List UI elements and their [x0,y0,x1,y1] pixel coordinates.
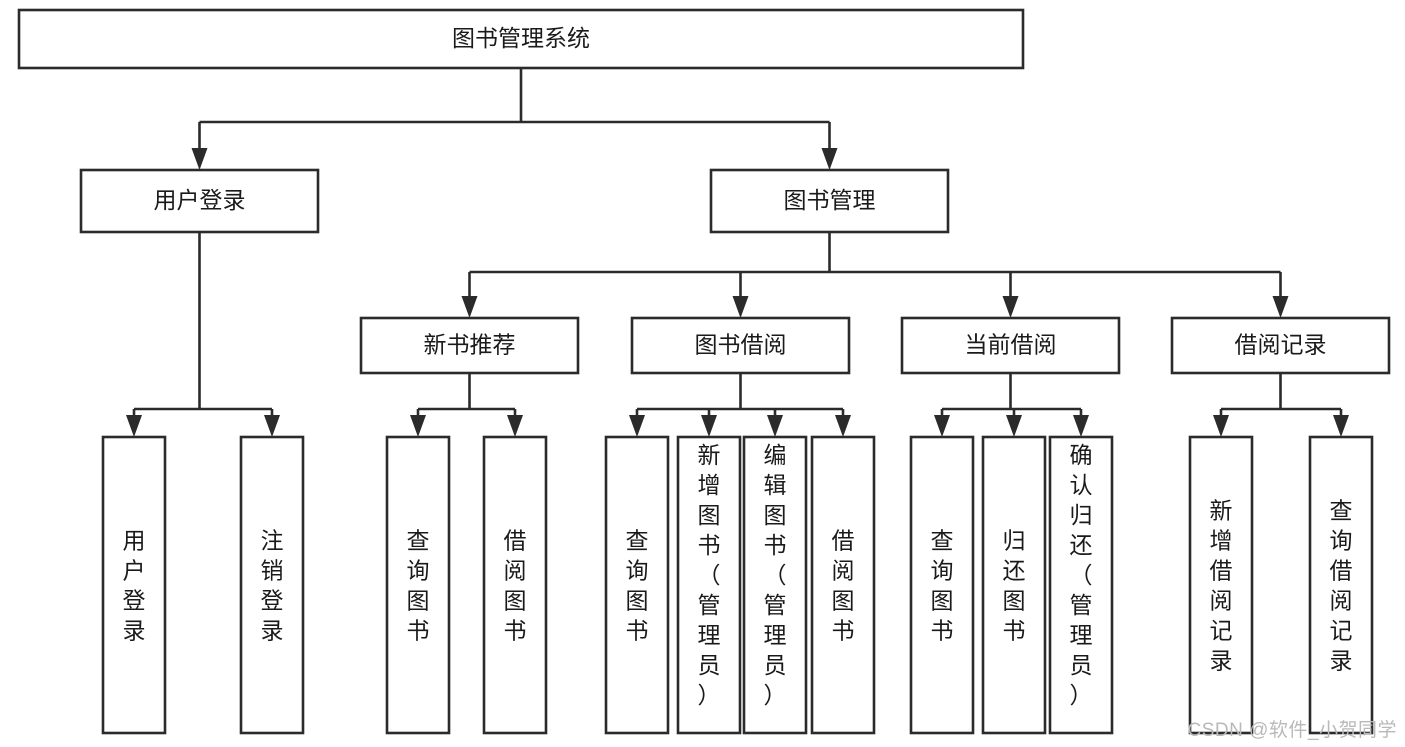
node-leaf-confirm-return-admin-label: 确认归还（管理员） [1070,442,1093,708]
node-leaf-query-book-rec-label: 查询图书 [407,527,430,643]
node-leaf-borrow-book-box[interactable] [810,435,876,735]
node-leaf-add-borrow-record-label: 新增借阅记录 [1210,497,1233,673]
node-leaf-add-book-admin-box[interactable] [676,435,742,735]
node-borrow-record[interactable]: 借阅记录 [1170,316,1391,375]
node-leaf-borrow-book-rec-box[interactable] [482,435,548,735]
node-leaf-query-borrow-record[interactable]: 查询借阅记录 [1308,435,1374,735]
node-user-login-label: 用户登录 [154,187,246,213]
csdn-watermark: CSDN @软件_小贺同学 [1187,720,1397,741]
node-leaf-borrow-book-rec-label: 借阅图书 [504,527,527,643]
node-current-borrow-label: 当前借阅 [965,332,1057,358]
node-leaf-return-book-box[interactable] [981,435,1047,735]
node-leaf-logout-login[interactable]: 注销登录 [239,435,305,735]
node-leaf-add-borrow-record[interactable]: 新增借阅记录 [1188,435,1254,735]
node-leaf-user-login-box[interactable] [101,435,167,735]
node-leaf-query-book-borrow[interactable]: 查询图书 [604,435,670,735]
node-leaf-query-book-rec[interactable]: 查询图书 [385,435,451,735]
node-book-manage[interactable]: 图书管理 [709,168,950,234]
node-leaf-query-borrow-record-box[interactable] [1308,435,1374,735]
node-root-root-box[interactable] [17,8,1025,70]
node-book-manage-label: 图书管理 [784,187,876,213]
node-leaf-return-book[interactable]: 归还图书 [981,435,1047,735]
node-current-borrow[interactable]: 当前借阅 [900,316,1121,375]
node-new-book-recommend-label: 新书推荐 [424,332,516,358]
node-root-root-label: 图书管理系统 [452,25,590,51]
edge-to-leaf-borrow-book-rec-arrowhead [507,415,523,437]
node-root-root[interactable]: 图书管理系统 [17,8,1025,70]
node-leaf-borrow-book[interactable]: 借阅图书 [810,435,876,735]
node-leaf-query-book-current-box[interactable] [909,435,975,735]
edge-to-current-borrow-arrowhead [1002,296,1019,318]
node-leaf-logout-login-box[interactable] [239,435,305,735]
edge-to-leaf-query-book-rec-arrowhead [410,415,426,437]
node-leaf-edit-book-admin-box[interactable] [742,435,808,735]
node-book-borrow-box[interactable] [630,316,851,375]
node-leaf-query-book-borrow-label: 查询图书 [626,527,649,643]
edge-to-leaf-query-book-current-arrowhead [934,415,950,437]
node-leaf-logout-login-label: 注销登录 [261,527,284,643]
node-leaf-confirm-return-admin[interactable]: 确认归还（管理员） [1048,435,1114,735]
node-leaf-query-book-current[interactable]: 查询图书 [909,435,975,735]
node-new-book-recommend-box[interactable] [359,316,580,375]
nodes-layer: 图书管理系统用户登录图书管理新书推荐图书借阅当前借阅借阅记录用户登录注销登录查询… [17,8,1391,735]
node-leaf-query-borrow-record-label: 查询借阅记录 [1330,497,1353,673]
node-leaf-borrow-book-label: 借阅图书 [832,527,855,643]
edge-to-leaf-logout-login-arrowhead [264,415,280,437]
node-book-borrow[interactable]: 图书借阅 [630,316,851,375]
edge-to-leaf-edit-book-admin-arrowhead [767,415,783,437]
node-book-borrow-label: 图书借阅 [695,332,787,358]
node-leaf-confirm-return-admin-box[interactable] [1048,435,1114,735]
edge-to-borrow-record-arrowhead [1272,296,1289,318]
edge-to-leaf-add-book-admin-arrowhead [701,415,717,437]
node-new-book-recommend[interactable]: 新书推荐 [359,316,580,375]
node-book-manage-box[interactable] [709,168,950,234]
node-user-login[interactable]: 用户登录 [79,168,320,234]
node-user-login-box[interactable] [79,168,320,234]
node-leaf-borrow-book-rec[interactable]: 借阅图书 [482,435,548,735]
node-leaf-query-book-rec-box[interactable] [385,435,451,735]
edge-to-leaf-add-borrow-record-arrowhead [1213,415,1229,437]
node-leaf-add-book-admin-label: 新增图书（管理员） [698,442,721,708]
edge-to-leaf-user-login-arrowhead [126,415,142,437]
node-leaf-return-book-label: 归还图书 [1003,527,1026,643]
edge-to-leaf-confirm-return-admin-arrowhead [1073,415,1089,437]
node-current-borrow-box[interactable] [900,316,1121,375]
node-leaf-user-login-label: 用户登录 [123,527,146,643]
node-leaf-user-login[interactable]: 用户登录 [101,435,167,735]
node-leaf-query-book-current-label: 查询图书 [931,527,954,643]
node-leaf-add-book-admin[interactable]: 新增图书（管理员） [676,435,742,735]
node-borrow-record-label: 借阅记录 [1235,332,1327,358]
node-borrow-record-box[interactable] [1170,316,1391,375]
node-leaf-add-borrow-record-box[interactable] [1188,435,1254,735]
edge-to-book-manage-arrowhead [821,148,838,170]
node-leaf-edit-book-admin-label: 编辑图书（管理员） [764,442,787,708]
node-leaf-query-book-borrow-box[interactable] [604,435,670,735]
edges-layer [126,68,1349,437]
edge-to-leaf-borrow-book-arrowhead [835,415,851,437]
edge-to-leaf-query-borrow-record-arrowhead [1333,415,1349,437]
edge-to-user-login-arrowhead [191,148,208,170]
edge-to-new-book-recommend-arrowhead [461,296,478,318]
edge-to-leaf-query-book-borrow-arrowhead [629,415,645,437]
edge-to-book-borrow-arrowhead [732,296,749,318]
node-leaf-edit-book-admin[interactable]: 编辑图书（管理员） [742,435,808,735]
edge-to-leaf-return-book-arrowhead [1006,415,1022,437]
